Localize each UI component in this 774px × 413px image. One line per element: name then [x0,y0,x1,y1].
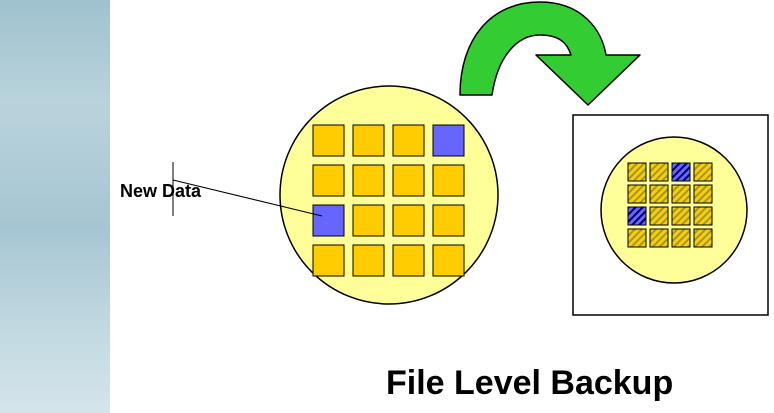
data-block [392,124,425,157]
data-block [693,162,713,182]
data-block [352,164,385,197]
data-block [432,204,465,237]
data-block [627,184,647,204]
data-block [693,228,713,248]
data-block [312,164,345,197]
new-data-pointer [172,179,323,217]
data-block [312,124,345,157]
data-block [649,162,669,182]
data-block [352,204,385,237]
data-block [352,244,385,277]
side-panel-background [0,0,110,413]
data-block [432,164,465,197]
data-block [671,206,691,226]
diagram-title: File Level Backup [386,364,674,402]
data-block [649,184,669,204]
data-block [693,206,713,226]
changed-block [432,124,465,157]
source-block-grid [312,124,465,277]
data-block [627,162,647,182]
data-block [392,204,425,237]
data-block [671,228,691,248]
data-block [312,244,345,277]
backup-block-grid [627,162,713,248]
changed-block [671,162,691,182]
data-block [432,244,465,277]
data-block [352,124,385,157]
changed-block [312,204,345,237]
changed-block [627,206,647,226]
data-block [693,184,713,204]
data-block [627,228,647,248]
data-block [649,228,669,248]
data-block [392,244,425,277]
new-data-label: New Data [120,181,202,201]
data-block [671,184,691,204]
backup-arrow [459,1,641,106]
data-block [649,206,669,226]
data-block [392,164,425,197]
